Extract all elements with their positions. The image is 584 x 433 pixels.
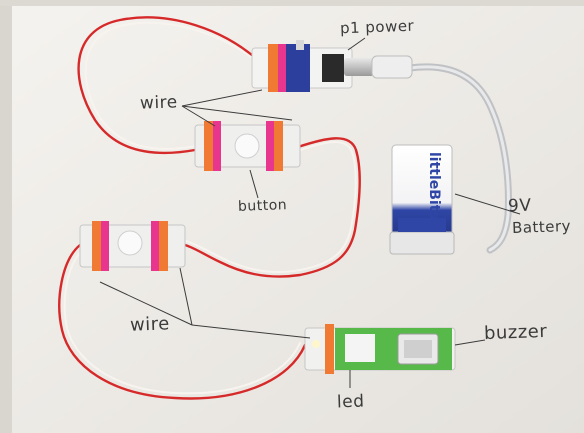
- label-p1-power: p1 power: [339, 16, 415, 38]
- led-light: [312, 340, 320, 348]
- button-orange-right: [274, 121, 283, 171]
- p1-power-module: [251, 40, 413, 92]
- p1-switch-block: [286, 44, 310, 92]
- button-pink-left: [213, 121, 221, 171]
- p1-connector-pink: [278, 44, 286, 92]
- paper-top-edge: [0, 0, 584, 6]
- button-module-left: [79, 221, 186, 271]
- wire-loop-bottom-left: [58, 243, 307, 400]
- battery-blue-band: [398, 218, 446, 232]
- buzzer-grid: [404, 340, 432, 358]
- wire-loop-top-left: [77, 16, 263, 155]
- battery-9v: littleBits: [389, 144, 455, 255]
- led-white-pad: [345, 334, 375, 362]
- battery-brand-text: littleBits: [426, 152, 442, 220]
- button-orange-left: [204, 121, 213, 171]
- button2-orange-right: [159, 221, 168, 271]
- button2-pink-left: [101, 221, 109, 271]
- led-connector-orange: [325, 324, 334, 374]
- p1-switch: [296, 40, 304, 50]
- label-wire-bottom: wire: [129, 313, 171, 336]
- p1-connector-orange: [268, 44, 278, 92]
- button2-cap: [117, 230, 143, 256]
- button2-orange-left: [92, 221, 101, 271]
- label-battery: Battery: [511, 216, 572, 238]
- label-buzzer: buzzer: [483, 320, 548, 345]
- label-button: button: [237, 197, 288, 215]
- p1-jack: [322, 54, 344, 82]
- label-9v: 9V: [507, 195, 532, 217]
- annotation-lines: [99, 37, 521, 388]
- paper-shadow-edge: [0, 0, 12, 433]
- button-module-top: [194, 121, 301, 171]
- button-pink-right: [266, 121, 274, 171]
- button2-pink-right: [151, 221, 159, 271]
- power-cable: [406, 63, 512, 254]
- battery-cap: [389, 231, 455, 255]
- usb-boot: [371, 55, 413, 79]
- button-cap: [234, 133, 260, 159]
- led-buzzer-module: [304, 324, 456, 374]
- usb-plug: [344, 58, 374, 76]
- wire-loop-right: [183, 137, 361, 278]
- label-led: led: [336, 391, 365, 413]
- label-wire-top: wire: [139, 92, 179, 114]
